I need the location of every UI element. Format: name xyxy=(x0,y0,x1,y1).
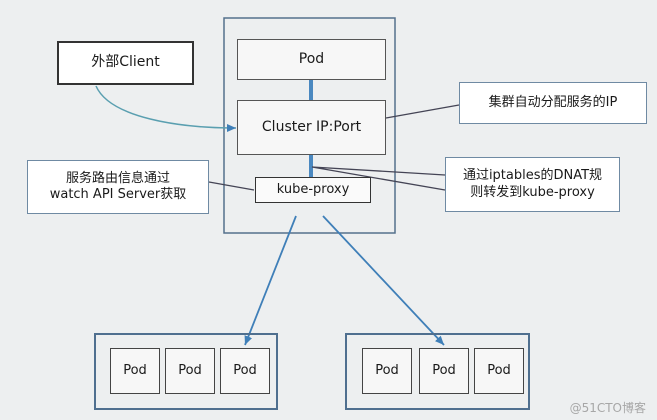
left-pod-3: Pod xyxy=(220,348,270,394)
watch-callout-line1: 服务路由信息通过 xyxy=(65,170,170,186)
cluster-ip-port: Cluster IP:Port xyxy=(237,100,386,155)
right-pod-1: Pod xyxy=(362,348,412,394)
left-pod-2: Pod xyxy=(165,348,215,394)
proxy-to-left-pods-arrow xyxy=(244,215,297,346)
dnat-callout: 通过iptables的DNAT规 则转发到kube-proxy xyxy=(445,157,620,212)
cluster-ip-callout: 集群自动分配服务的IP xyxy=(459,82,647,124)
left-pod-group xyxy=(94,333,278,410)
watermark: @51CTO博客 xyxy=(569,401,646,415)
external-client: 外部Client xyxy=(57,41,194,85)
right-pod-group xyxy=(345,333,530,410)
right-pod-2: Pod xyxy=(419,348,469,394)
right-pod-3: Pod xyxy=(474,348,524,394)
ip-note-pointer xyxy=(385,104,460,119)
kube-proxy: kube-proxy xyxy=(255,177,371,203)
left-pod-1: Pod xyxy=(110,348,160,394)
watch-callout-line2: watch API Server获取 xyxy=(49,187,187,202)
proxy-to-right-pods-arrow xyxy=(322,215,445,346)
client-to-clusterip-arrow xyxy=(95,85,237,132)
dnat-callout-line2: 则转发到kube-proxy xyxy=(470,184,595,200)
service-pod: Pod xyxy=(237,39,386,80)
dnat-callout-line1: 通过iptables的DNAT规 xyxy=(462,168,603,184)
watch-callout: 服务路由信息通过 watch API Server获取 xyxy=(27,160,209,214)
watch-note-pointer xyxy=(208,181,255,191)
